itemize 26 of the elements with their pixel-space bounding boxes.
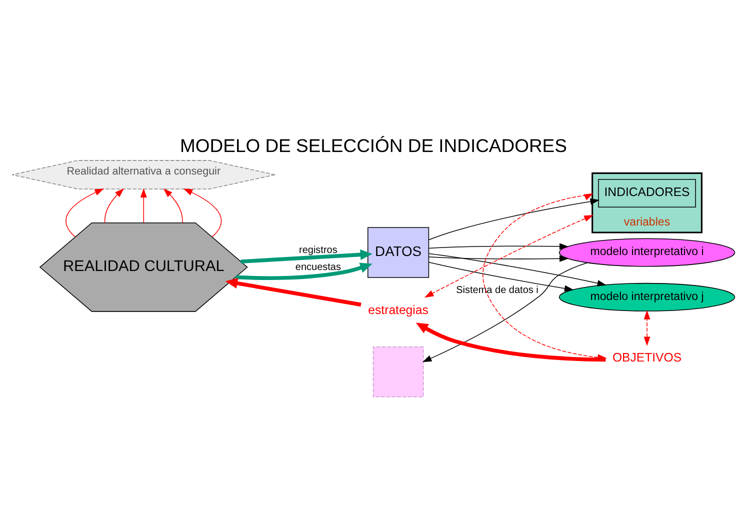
arrow [428, 243, 569, 250]
arrow [66, 188, 104, 238]
arrow [428, 255, 569, 262]
arrow [428, 253, 607, 286]
arrow [644, 310, 650, 346]
arrow [428, 262, 574, 292]
arrow [236, 262, 372, 280]
node-box: INDICADORES [598, 178, 696, 208]
node-box [372, 346, 424, 398]
edge-label: registros [299, 244, 338, 256]
arrow [225, 278, 362, 307]
arrow [422, 262, 588, 362]
arrow [183, 188, 222, 238]
arrow [163, 188, 183, 224]
edge-label: Sistema de datos i [456, 284, 538, 296]
arrow [424, 215, 594, 298]
node-text: OBJETIVOS [612, 350, 682, 365]
node-box: DATOS [367, 227, 430, 278]
arrow [240, 249, 372, 264]
edge-label: encuestas [295, 262, 341, 273]
arrow [104, 188, 124, 224]
arrow [428, 198, 600, 240]
arrow [140, 188, 147, 224]
diagram-title: MODELO DE SELECCIÓN DE INDICADORES [180, 134, 567, 156]
node-ellipse: modelo interpretativo j [558, 282, 736, 312]
node-text: estrategias [368, 302, 428, 317]
